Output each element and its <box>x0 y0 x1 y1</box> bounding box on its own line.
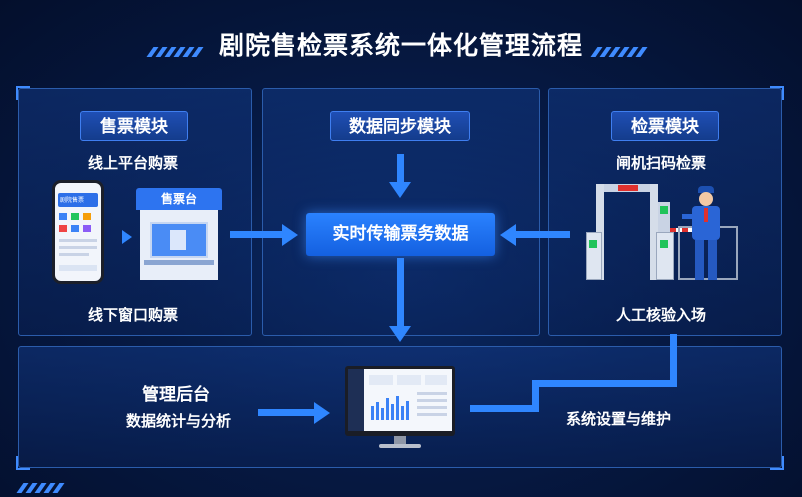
corner-deco <box>16 456 30 470</box>
arrow-sell-to-sync <box>230 231 284 238</box>
admin-subtitle: 数据统计与分析 <box>126 412 232 430</box>
arrow-check-to-admin <box>532 380 539 410</box>
online-purchase-label: 线上平台购票 <box>88 154 179 172</box>
arrow-down-icon <box>389 182 411 198</box>
gate-check-label: 闸机扫码检票 <box>616 154 707 172</box>
corner-deco <box>770 86 784 100</box>
title-deco-right <box>590 42 664 57</box>
arrow-sync-down <box>397 154 404 184</box>
bottom-deco <box>16 478 140 493</box>
arrow-to-dashboard <box>258 409 316 416</box>
arrow-left-icon <box>500 224 516 246</box>
arrow-check-to-admin <box>532 380 677 387</box>
admin-title: 管理后台 <box>142 385 210 405</box>
arrow-right-icon <box>122 230 132 244</box>
ticket-gate-icon <box>586 184 746 284</box>
offline-purchase-label: 线下窗口购票 <box>88 306 179 324</box>
ticket-booth-label: 售票台 <box>160 192 197 206</box>
ticket-booth-icon: 售票台 <box>136 188 222 284</box>
arrow-right-icon <box>282 224 298 246</box>
check-module-tag: 检票模块 <box>611 111 719 141</box>
corner-deco <box>16 86 30 100</box>
arrow-sync-to-admin <box>397 258 404 328</box>
realtime-data-box: 实时传输票务数据 <box>306 213 495 256</box>
corner-deco <box>770 456 784 470</box>
arrow-right-icon <box>314 402 330 424</box>
monitor-dashboard-icon <box>345 366 455 450</box>
smartphone-icon: 剧院售票 <box>52 180 104 284</box>
sync-module-tag: 数据同步模块 <box>330 111 470 141</box>
staff-person-icon <box>682 186 726 282</box>
arrow-check-to-admin <box>670 334 677 384</box>
settings-label: 系统设置与维护 <box>566 410 672 428</box>
arrow-down-icon <box>389 326 411 342</box>
phone-app-title: 剧院售票 <box>60 197 85 204</box>
page-title: 剧院售检票系统一体化管理流程 <box>218 31 583 60</box>
manual-check-label: 人工核验入场 <box>616 306 707 324</box>
sell-module-tag: 售票模块 <box>80 111 188 141</box>
arrow-check-to-sync <box>514 231 570 238</box>
arrow-check-to-admin <box>470 405 539 412</box>
